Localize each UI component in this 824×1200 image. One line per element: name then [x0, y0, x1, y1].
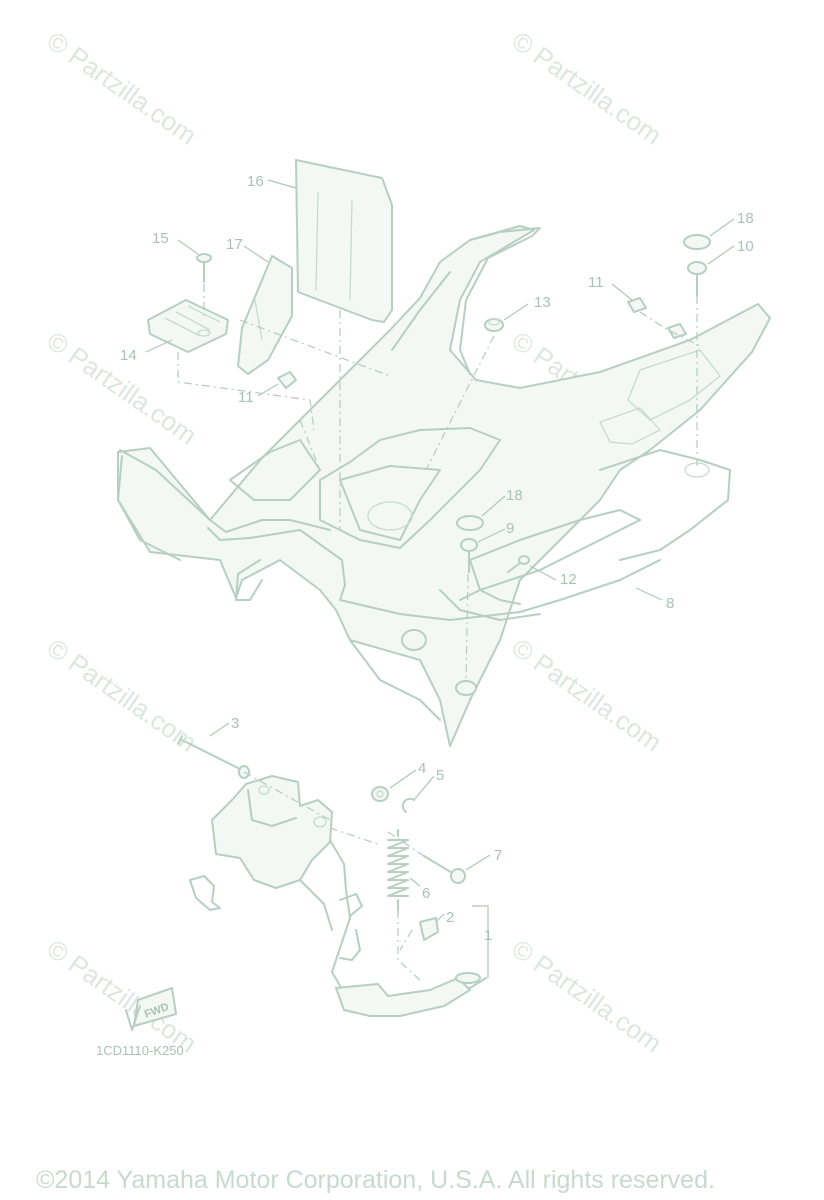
- part-16-panel: [295, 159, 393, 323]
- fwd-arrow-icon: FWD: [125, 987, 177, 1031]
- part-17-panel: [237, 255, 293, 375]
- watermark: © Partzilla.com: [42, 632, 203, 757]
- part-9-grommet: [460, 538, 478, 573]
- callout-label: 14: [120, 347, 137, 364]
- watermark: © Partzilla.com: [507, 632, 668, 757]
- part-5-clip: [401, 797, 415, 813]
- part-7-bolt: [423, 855, 466, 884]
- part-11-clip: [627, 297, 687, 339]
- part-2-rubber: [419, 917, 439, 941]
- callout-label: 2: [446, 909, 454, 926]
- callout-label: 4: [418, 760, 426, 777]
- copyright-notice: ©2014 Yamaha Motor Corporation, U.S.A. A…: [36, 1166, 715, 1194]
- part-1-main-stand: [189, 775, 487, 1017]
- part-18-cap: [683, 234, 711, 250]
- part-4-washer: [371, 786, 389, 802]
- callout-label: 7: [494, 847, 502, 864]
- callout-labels: 16 17 15 14 11 11 13 18 10 18 9 12 8 3 4…: [120, 173, 754, 944]
- watermark: © Partzilla.com: [42, 25, 203, 150]
- part-8-footboard: [117, 225, 771, 747]
- part-10-grommet: [687, 261, 707, 297]
- part-6-spring: [387, 829, 409, 911]
- callout-label: 15: [152, 230, 169, 247]
- callout-label: 9: [506, 520, 514, 537]
- callout-label: 13: [534, 294, 551, 311]
- part-11-clip: [277, 371, 297, 389]
- callout-label: 18: [737, 210, 754, 227]
- diagram-code: 1CD1110-K250: [96, 1043, 184, 1058]
- callout-label: 10: [737, 238, 754, 255]
- callout-label: 6: [422, 885, 430, 902]
- callout-label: 3: [231, 715, 239, 732]
- watermark: © Partzilla.com: [42, 933, 203, 1058]
- callout-label: 18: [506, 487, 523, 504]
- leader-lines: [145, 179, 735, 981]
- watermark: © Partzilla.com: [507, 933, 668, 1058]
- part-15-screw: [196, 253, 212, 283]
- callout-label: 11: [588, 274, 604, 291]
- part-13-grommet: [484, 318, 504, 332]
- callout-label: 16: [247, 173, 264, 190]
- callout-label: 11: [238, 389, 254, 406]
- callout-label: 17: [226, 236, 243, 253]
- part-18-cap: [456, 515, 484, 531]
- watermark: © Partzilla.com: [507, 25, 668, 150]
- part-3-shaft: [177, 735, 250, 779]
- callout-label: 1: [484, 927, 492, 944]
- callout-label: 8: [666, 595, 674, 612]
- callout-label: 5: [436, 767, 444, 784]
- part-14-pad: [147, 299, 229, 353]
- callout-label: 12: [560, 571, 577, 588]
- part-12-bolt: [507, 555, 530, 573]
